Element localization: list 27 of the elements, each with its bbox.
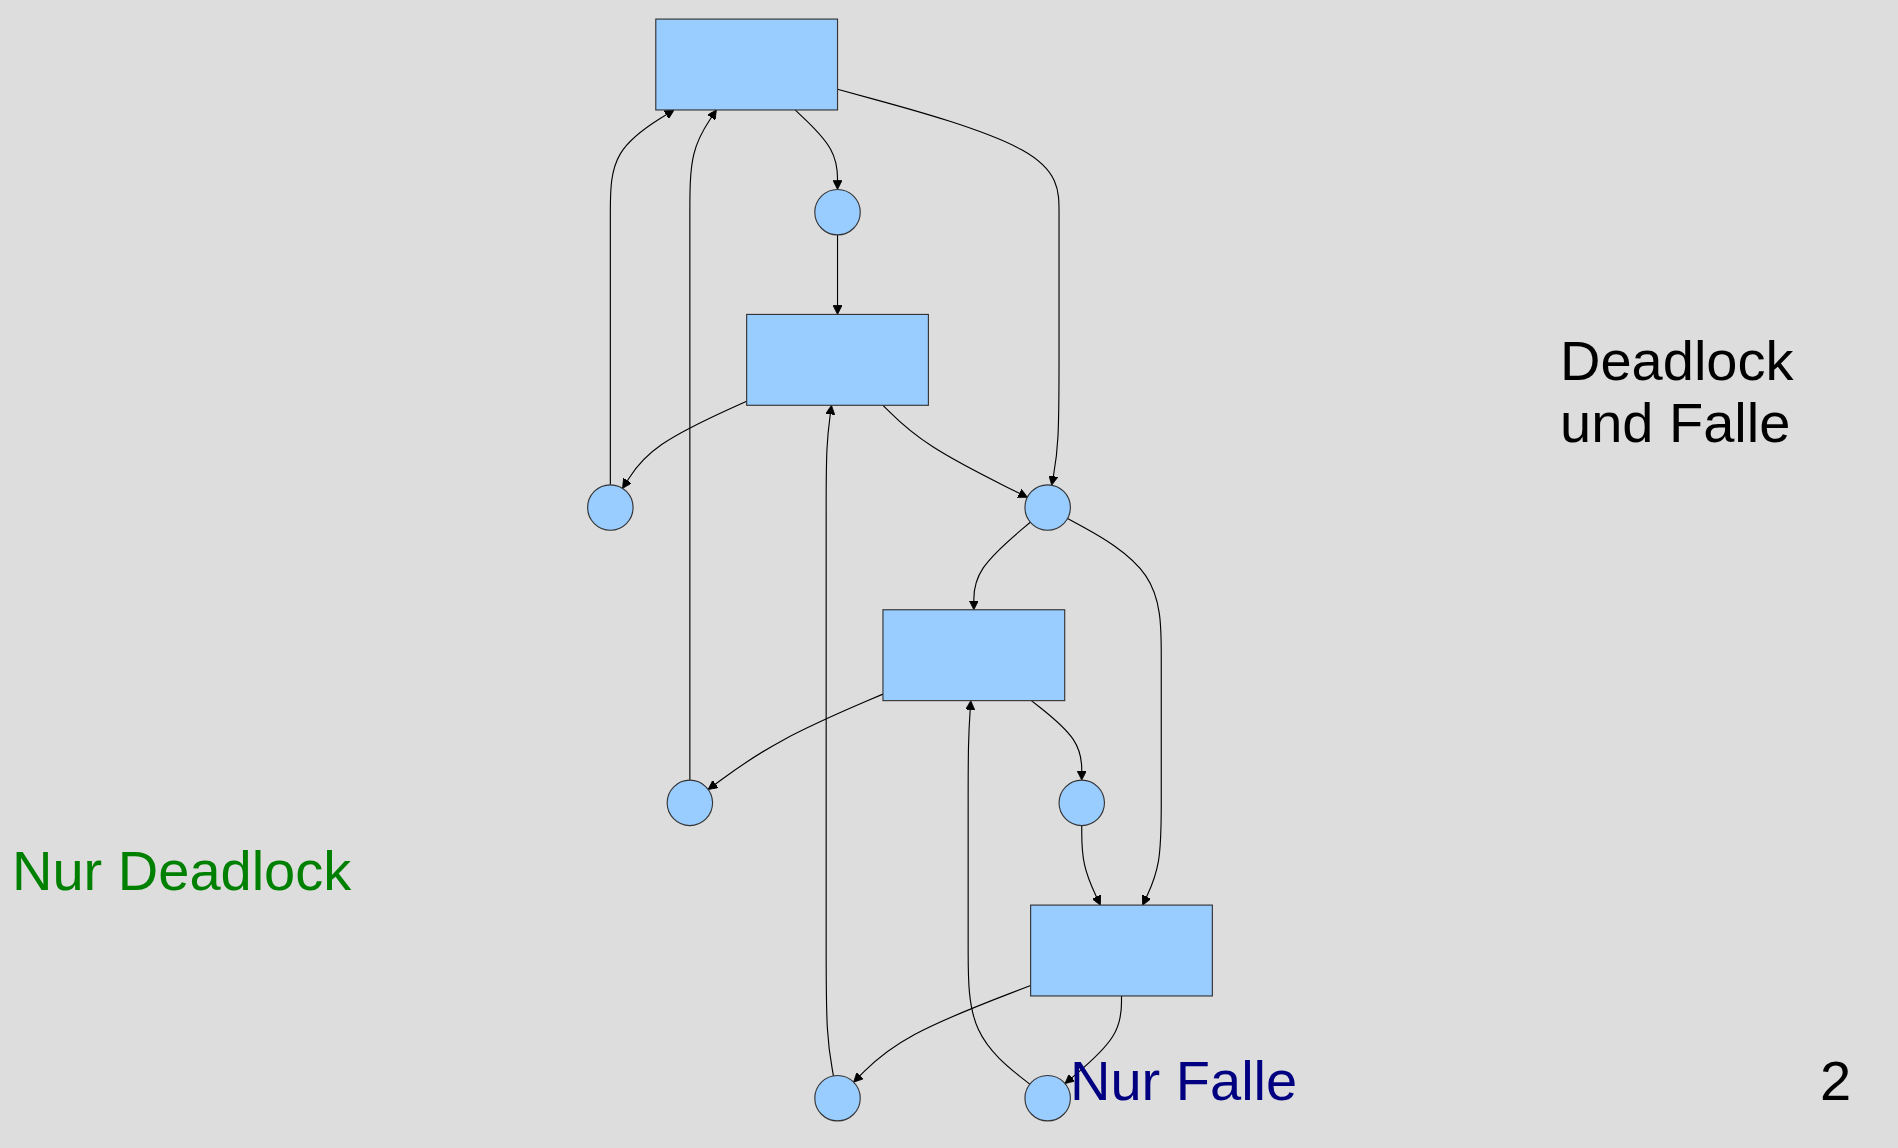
arrow bbox=[882, 404, 1028, 498]
node-box bbox=[746, 313, 929, 406]
arrow bbox=[689, 109, 717, 781]
arrow bbox=[1030, 700, 1087, 781]
node-circle bbox=[587, 484, 634, 531]
label-text: Deadlock und Falle bbox=[1560, 330, 1795, 454]
label-text: Nur Falle bbox=[1070, 1050, 1298, 1112]
arrow bbox=[609, 109, 675, 486]
arrow bbox=[1067, 517, 1162, 906]
node-circle bbox=[666, 779, 714, 827]
node-box bbox=[655, 18, 839, 111]
node-box bbox=[882, 609, 1066, 702]
node-circle bbox=[1024, 1074, 1071, 1122]
node-circle bbox=[814, 1074, 861, 1122]
node-box bbox=[1030, 904, 1213, 997]
arrow bbox=[1064, 995, 1123, 1084]
label-text: 2 bbox=[1820, 1050, 1852, 1112]
node-circle bbox=[814, 188, 861, 236]
arrow bbox=[825, 404, 836, 1077]
arrow bbox=[965, 700, 1031, 1085]
label-text: Nur Deadlock bbox=[12, 840, 352, 902]
node-circle bbox=[1058, 779, 1106, 827]
arrow bbox=[794, 109, 843, 190]
arrow bbox=[1081, 825, 1102, 906]
node-circle bbox=[1024, 484, 1071, 531]
arrow bbox=[832, 234, 843, 315]
arrow bbox=[968, 521, 1031, 611]
